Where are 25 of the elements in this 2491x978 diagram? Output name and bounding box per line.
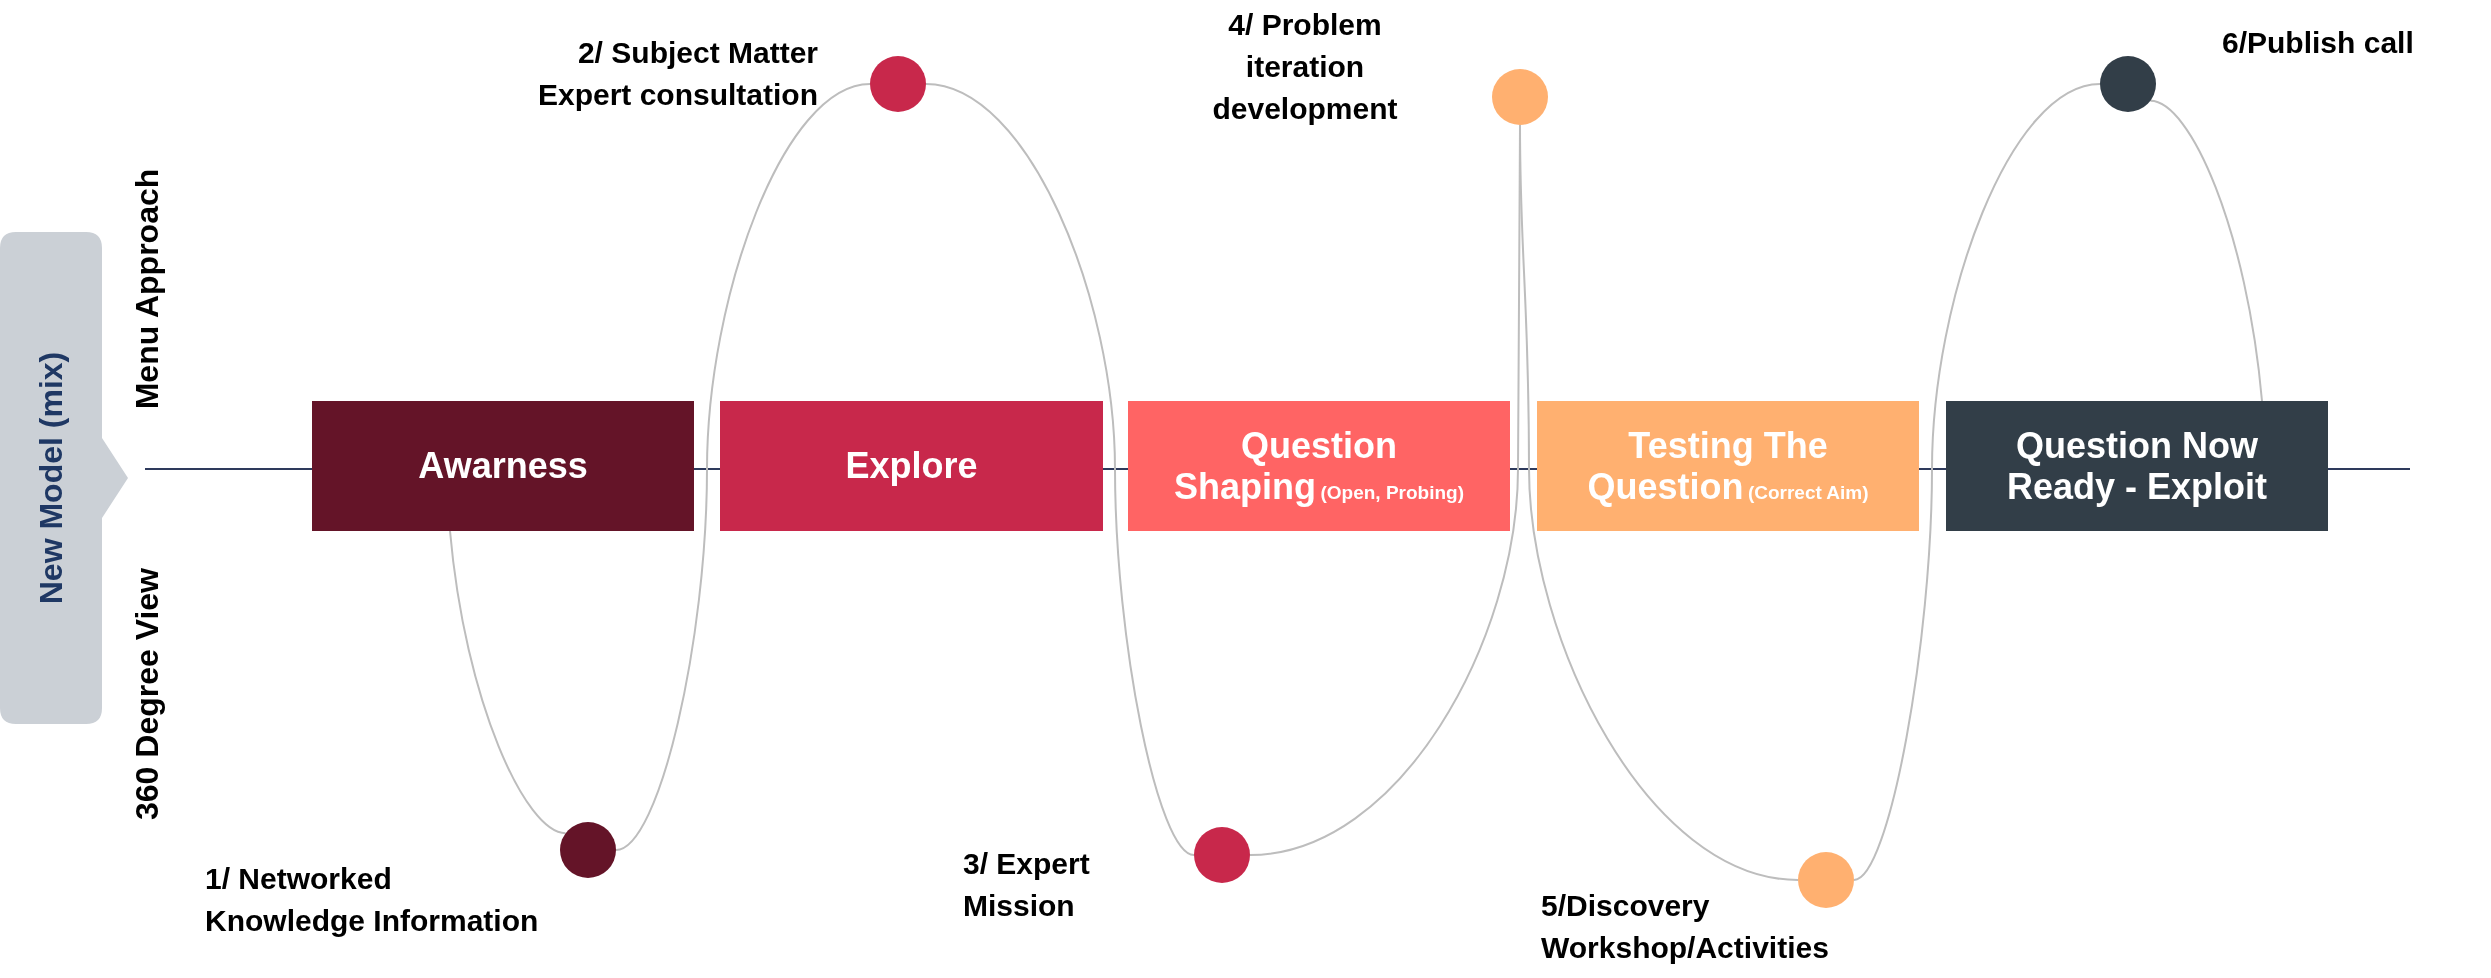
wave-line [1853,83,2101,881]
model-tab [0,232,130,724]
axis-label: 360 Degree View [128,568,166,820]
stage-label: Question Now Ready - Exploit [2005,424,2269,508]
stage-box [312,401,694,531]
wave-line [449,530,567,835]
stage-label: Testing The Question(Correct Aim) [1586,424,1870,508]
stage-box [1946,401,2328,531]
wave-line [615,83,871,851]
step-caption: 3/ Expert Mission [963,846,1091,924]
wave-line [2149,99,2263,402]
tab-label: New Model (mix) [33,351,69,605]
step-caption: 1/ Networked Knowledge Information [205,861,540,939]
step-caption: 4/ Problem iteration development [1211,7,1399,127]
axis-label: Menu Approach [128,168,166,410]
stage-box [720,401,1103,531]
stage-label: Explore [845,445,978,487]
wave-line [925,83,1195,856]
stage-label: Awarness [418,445,588,487]
step-caption: 2/ Subject Matter Expert consultation [536,35,818,113]
step-caption: 5/Discovery Workshop/Activities [1541,888,1830,966]
stage-box [1537,401,1919,531]
stage-label: Question Shaping(Open, Probing) [1173,424,1465,508]
stage-box [1128,401,1510,531]
step-caption: 6/Publish call [2222,25,2415,61]
